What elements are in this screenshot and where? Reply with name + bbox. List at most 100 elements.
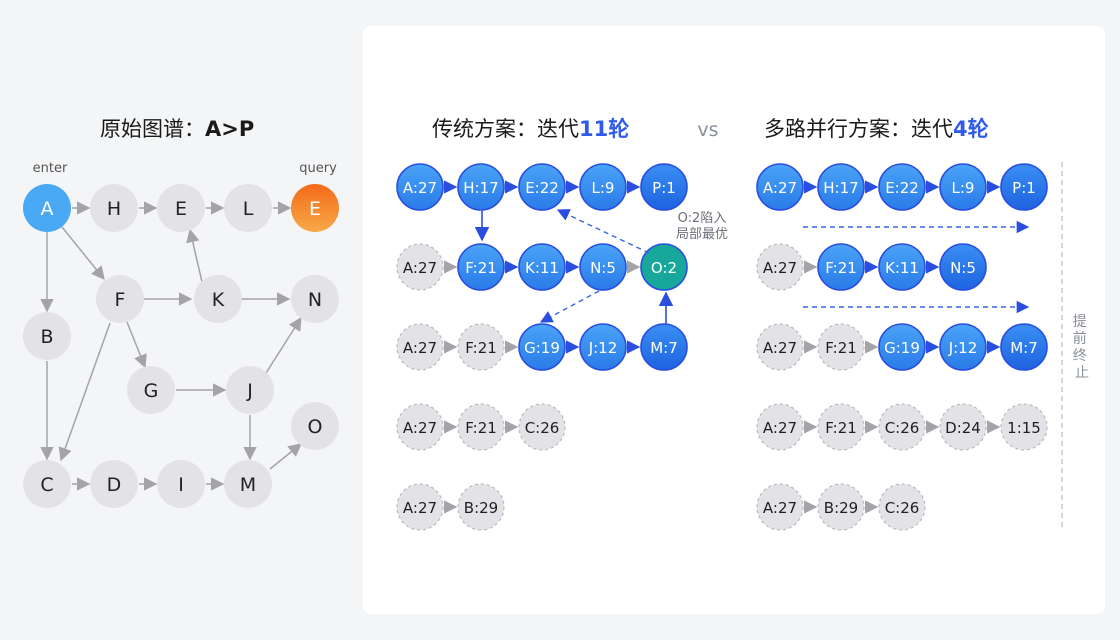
traditional-node-label: J:12 — [588, 339, 618, 357]
parallel-node-label: A:27 — [763, 419, 797, 437]
svg-text:E: E — [175, 198, 187, 220]
parallel-node-c-26: C:26 — [878, 403, 926, 451]
traditional-node-m-7: M:7 — [640, 323, 688, 371]
traditional-node-label: F:21 — [465, 339, 497, 357]
parallel-node-label: B:29 — [824, 499, 858, 517]
graph-node-query-e: E — [291, 184, 339, 232]
traditional-node-b-29: B:29 — [457, 483, 505, 531]
parallel-node-label: E:22 — [885, 179, 919, 197]
traditional-node-k-11: K:11 — [518, 243, 566, 291]
svg-text:M: M — [240, 474, 256, 496]
traditional-node-j-12: J:12 — [579, 323, 627, 371]
graph-node-b: B — [23, 312, 71, 360]
traditional-node-label: A:27 — [403, 259, 437, 277]
svg-text:G: G — [144, 380, 159, 402]
traditional-node-label: A:27 — [403, 339, 437, 357]
parallel-node-p-1: P:1 — [1000, 163, 1048, 211]
traditional-node-p-1: P:1 — [640, 163, 688, 211]
svg-text:F: F — [115, 289, 126, 311]
graph-node-m: M — [224, 460, 272, 508]
parallel-node-1-15: 1:15 — [1000, 403, 1048, 451]
parallel-row-1: A:27 H:17 E:22 L:9 P:1 — [756, 163, 1048, 211]
graph-node-k: K — [194, 275, 242, 323]
traditional-node-label: A:27 — [403, 499, 437, 517]
traditional-node-l-9: L:9 — [579, 163, 627, 211]
local-optimum-note-line2: 局部最优 — [676, 227, 728, 242]
traditional-node-label: B:29 — [464, 499, 498, 517]
graph-node-l: L — [224, 184, 272, 232]
parallel-node-label: L:9 — [952, 179, 975, 197]
parallel-node-label: F:21 — [825, 419, 857, 437]
traditional-node-f-21: F:21 — [457, 243, 505, 291]
traditional-node-label: K:11 — [525, 259, 559, 277]
traditional-node-g-19: G:19 — [518, 323, 566, 371]
parallel-node-j-12: J:12 — [939, 323, 987, 371]
traditional-row-3: A:27 F:21 G:19 J:12 M:7 — [396, 323, 688, 371]
graph-node-c: C — [23, 460, 71, 508]
graph-node-i: I — [157, 460, 205, 508]
graph-node-h: H — [90, 184, 138, 232]
graph-node-a: A — [23, 184, 71, 232]
traditional-node-label: F:21 — [465, 419, 497, 437]
svg-text:J: J — [246, 380, 253, 402]
parallel-node-a-27: A:27 — [756, 323, 804, 371]
parallel-node-label: N:5 — [950, 259, 976, 277]
traditional-node-label: G:19 — [524, 339, 560, 357]
traditional-node-label: E:22 — [525, 179, 559, 197]
parallel-node-label: M:7 — [1010, 339, 1038, 357]
parallel-node-label: C:26 — [885, 499, 920, 517]
traditional-node-label: M:7 — [650, 339, 678, 357]
parallel-node-label: J:12 — [948, 339, 978, 357]
parallel-node-label: A:27 — [763, 339, 797, 357]
parallel-node-n-5: N:5 — [939, 243, 987, 291]
parallel-title: 多路并行方案：迭代4轮 — [764, 117, 989, 141]
traditional-node-label: C:26 — [525, 419, 560, 437]
traditional-node-a-27: A:27 — [396, 323, 444, 371]
traditional-node-h-17: H:17 — [457, 163, 505, 211]
svg-text:I: I — [178, 474, 184, 496]
traditional-node-label: P:1 — [652, 179, 676, 197]
traditional-node-e-22: E:22 — [518, 163, 566, 211]
svg-text:C: C — [40, 474, 53, 496]
traditional-node-c-26: C:26 — [518, 403, 566, 451]
svg-text:L: L — [243, 198, 254, 220]
traditional-extra-arrows — [474, 209, 674, 325]
parallel-node-m-7: M:7 — [1000, 323, 1048, 371]
parallel-row-4: A:27 F:21 C:26 D:24 1:15 — [756, 403, 1048, 451]
graph-node-j: J — [226, 366, 274, 414]
parallel-node-label: P:1 — [1012, 179, 1036, 197]
traditional-node-o-2: O:2 — [640, 243, 688, 291]
traditional-node-a-27: A:27 — [396, 163, 444, 211]
local-optimum-note-line1: O:2陷入 — [678, 211, 727, 226]
parallel-node-h-17: H:17 — [817, 163, 865, 211]
parallel-node-label: H:17 — [823, 179, 858, 197]
parallel-node-label: A:27 — [763, 499, 797, 517]
parallel-node-d-24: D:24 — [939, 403, 987, 451]
parallel-node-label: D:24 — [945, 419, 981, 437]
parallel-node-label: A:27 — [763, 259, 797, 277]
graph-node-g: G — [127, 366, 175, 414]
parallel-node-label: A:27 — [763, 179, 797, 197]
parallel-node-l-9: L:9 — [939, 163, 987, 211]
parallel-node-label: F:21 — [825, 339, 857, 357]
traditional-node-label: F:21 — [465, 259, 497, 277]
early-stop-label: 提 前 终 止 — [1073, 314, 1091, 381]
query-label: query — [299, 161, 337, 176]
parallel-node-f-21: F:21 — [817, 403, 865, 451]
original-graph-edges — [40, 201, 303, 491]
traditional-node-label: L:9 — [592, 179, 615, 197]
traditional-row-1: A:27 H:17 E:22 L:9 P:1 — [396, 163, 688, 211]
svg-text:O: O — [308, 416, 323, 438]
traditional-node-a-27: A:27 — [396, 483, 444, 531]
parallel-node-k-11: K:11 — [878, 243, 926, 291]
parallel-node-label: C:26 — [885, 419, 920, 437]
svg-text:E: E — [309, 198, 321, 220]
svg-text:K: K — [212, 289, 225, 311]
parallel-row-5: A:27 B:29 C:26 — [756, 483, 926, 531]
graph-node-d: D — [90, 460, 138, 508]
